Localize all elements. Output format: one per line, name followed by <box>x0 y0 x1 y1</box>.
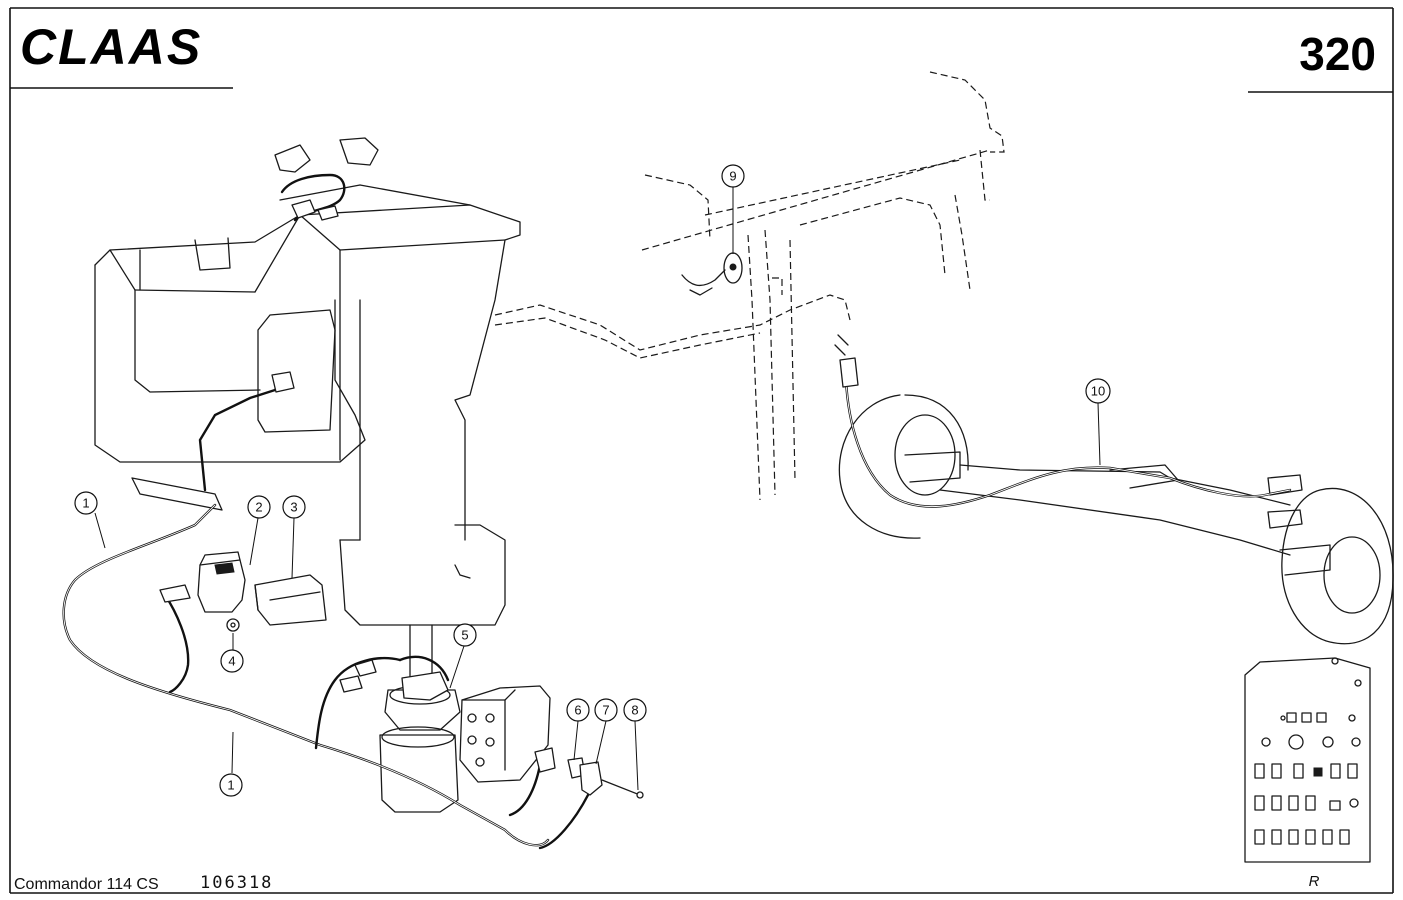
page-number: 320 <box>1299 28 1376 80</box>
wiring-harness <box>62 173 590 850</box>
callout-6: 6 <box>566 698 590 761</box>
panel-row-1 <box>1280 712 1356 723</box>
instrument-panel-inset: R <box>1244 657 1371 890</box>
svg-text:8: 8 <box>631 703 638 718</box>
svg-text:2: 2 <box>255 500 262 515</box>
svg-text:1: 1 <box>82 496 89 511</box>
callout-2: 2 <box>247 495 271 566</box>
callout-1b: 1 <box>219 731 243 797</box>
callout-9: 9 <box>721 164 745 254</box>
callout-1a: 1 <box>74 491 106 549</box>
cab-console-outline <box>94 184 521 626</box>
callout-8: 8 <box>623 698 647 791</box>
svg-text:7: 7 <box>602 703 609 718</box>
callout-4: 4 <box>220 633 244 673</box>
panel-row-3 <box>1254 763 1358 779</box>
svg-text:1: 1 <box>227 778 234 793</box>
callout-10: 10 <box>1085 378 1111 466</box>
panel-row-5 <box>1254 829 1350 845</box>
front-axle <box>838 394 1394 645</box>
part-3-cover <box>254 574 327 626</box>
chassis-outline <box>494 71 1005 501</box>
panel-side-marker: R <box>1309 873 1320 890</box>
callout-7: 7 <box>594 698 618 765</box>
model-name: Commandor 114 CS <box>14 876 159 893</box>
svg-text:9: 9 <box>729 169 736 184</box>
panel-row-4 <box>1254 795 1359 811</box>
callout-5: 5 <box>449 623 477 689</box>
valve-block <box>459 685 551 783</box>
cable-part-10 <box>834 334 1292 508</box>
drawing-code: 106318 <box>200 873 273 893</box>
svg-text:4: 4 <box>228 654 235 669</box>
part-5-switch <box>339 659 449 701</box>
page-frame <box>9 7 1394 894</box>
callout-3: 3 <box>282 495 306 579</box>
part-9-sensor <box>681 252 743 296</box>
harness-plugs-top <box>274 137 379 221</box>
svg-text:3: 3 <box>290 500 297 515</box>
svg-text:10: 10 <box>1091 384 1105 399</box>
parts-6-7-8 <box>534 747 644 799</box>
panel-row-2 <box>1261 734 1361 750</box>
part-4-nut <box>226 618 240 632</box>
brand-logo: CLAAS <box>20 19 202 75</box>
console-connector <box>271 371 295 393</box>
svg-text:6: 6 <box>574 703 581 718</box>
part-2-relay <box>159 551 246 613</box>
svg-text:5: 5 <box>461 628 468 643</box>
